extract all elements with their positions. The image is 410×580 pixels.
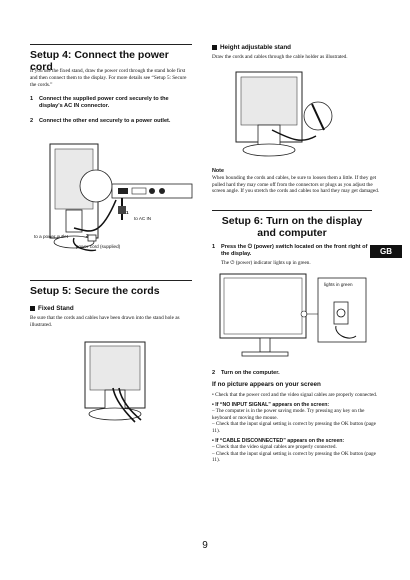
lights-in-green-label: lights in green [324, 282, 353, 287]
fixed-stand-illustration [84, 341, 146, 423]
height-adjustable-stand-body: Draw the cords and cables through the ca… [212, 54, 348, 60]
bullet-square-icon [212, 44, 217, 50]
bullet-square-icon [30, 305, 35, 311]
fig1-label-outlet: to a power outlet [34, 234, 68, 239]
power-cord-illustration [49, 143, 193, 252]
gb-tab: GB [370, 245, 402, 258]
setup5-body: Be sure that the cords and cables have b… [30, 315, 180, 328]
height-adjustable-stand-title: Height adjustable stand [212, 44, 382, 52]
no-picture-list: • Check that the power cord and the vide… [212, 392, 378, 464]
fig1-label-1: 1 [126, 210, 129, 215]
power-switch-illustration [219, 273, 367, 357]
setup4-step1: 1 Connect the supplied power cord secure… [30, 96, 169, 109]
setup4-body: If you use the fixed stand, draw the pow… [30, 68, 187, 88]
setup6-step1-sub: The ⏻ (power) indicator lights up in gre… [221, 260, 311, 266]
figure-fixed-stand [75, 340, 165, 425]
figure-power-switch: lights in green [218, 272, 368, 362]
height-adjustable-illustration [235, 71, 333, 157]
note: Note When bounding the cords and cables,… [212, 168, 380, 195]
setup4-step2: 2 Connect the other end securely to a po… [30, 118, 171, 124]
setup6-step1: 1 Press the ⏻ (power) switch located on … [212, 244, 368, 257]
figure-power-cord: 1 to AC IN to a power outlet 2 power cor… [30, 140, 195, 260]
page-number: 9 [202, 540, 208, 551]
setup5-title: Setup 5: Secure the cords [30, 280, 192, 297]
fig1-label-acin: to AC IN [134, 216, 152, 221]
figure-height-adjustable [232, 70, 342, 160]
setup5-fixed-stand: Fixed Stand [30, 305, 190, 313]
setup6-step2: 2 Turn on the computer. [212, 370, 280, 376]
fig1-label-2: 2 [86, 233, 89, 238]
setup6-title: Setup 6: Turn on the display and compute… [212, 210, 372, 239]
setup4-title: Setup 4: Connect the power cord [30, 44, 192, 73]
no-picture-title: If no picture appears on your screen [212, 381, 321, 388]
fig1-label-cord: power cord (supplied) [76, 244, 121, 249]
